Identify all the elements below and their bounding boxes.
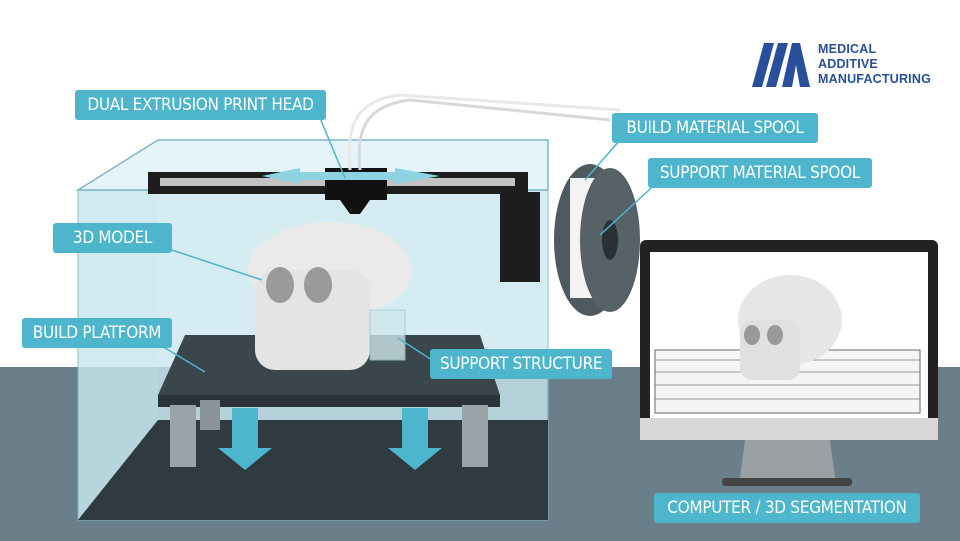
logo-text-line2: ADDITIVE [818, 57, 878, 71]
logo-mark-icon [752, 42, 810, 87]
movement-arrows-icon [262, 168, 440, 184]
label-build-spool: BUILD MATERIAL SPOOL [612, 113, 818, 143]
leader-lines [159, 117, 661, 373]
label-3d-model: 3D MODEL [53, 223, 172, 253]
company-logo: MEDICAL ADDITIVE MANUFACTURING [752, 42, 931, 87]
label-support-structure: SUPPORT STRUCTURE [430, 349, 612, 379]
filament-tube [347, 93, 621, 171]
down-arrow-icon [218, 408, 272, 470]
logo-text-line1: MEDICAL [818, 42, 877, 56]
spools [554, 164, 640, 316]
down-arrow-icon [388, 408, 442, 470]
label-computer: COMPUTER / 3D SEGMENTATION [654, 493, 920, 523]
computer-monitor [640, 240, 938, 486]
label-build-platform: BUILD PLATFORM [22, 318, 172, 348]
label-print-head: DUAL EXTRUSION PRINT HEAD [75, 90, 326, 120]
skull-model [248, 222, 412, 370]
label-support-spool: SUPPORT MATERIAL SPOOL [648, 158, 872, 188]
logo-text-line3: MANUFACTURING [818, 72, 932, 86]
